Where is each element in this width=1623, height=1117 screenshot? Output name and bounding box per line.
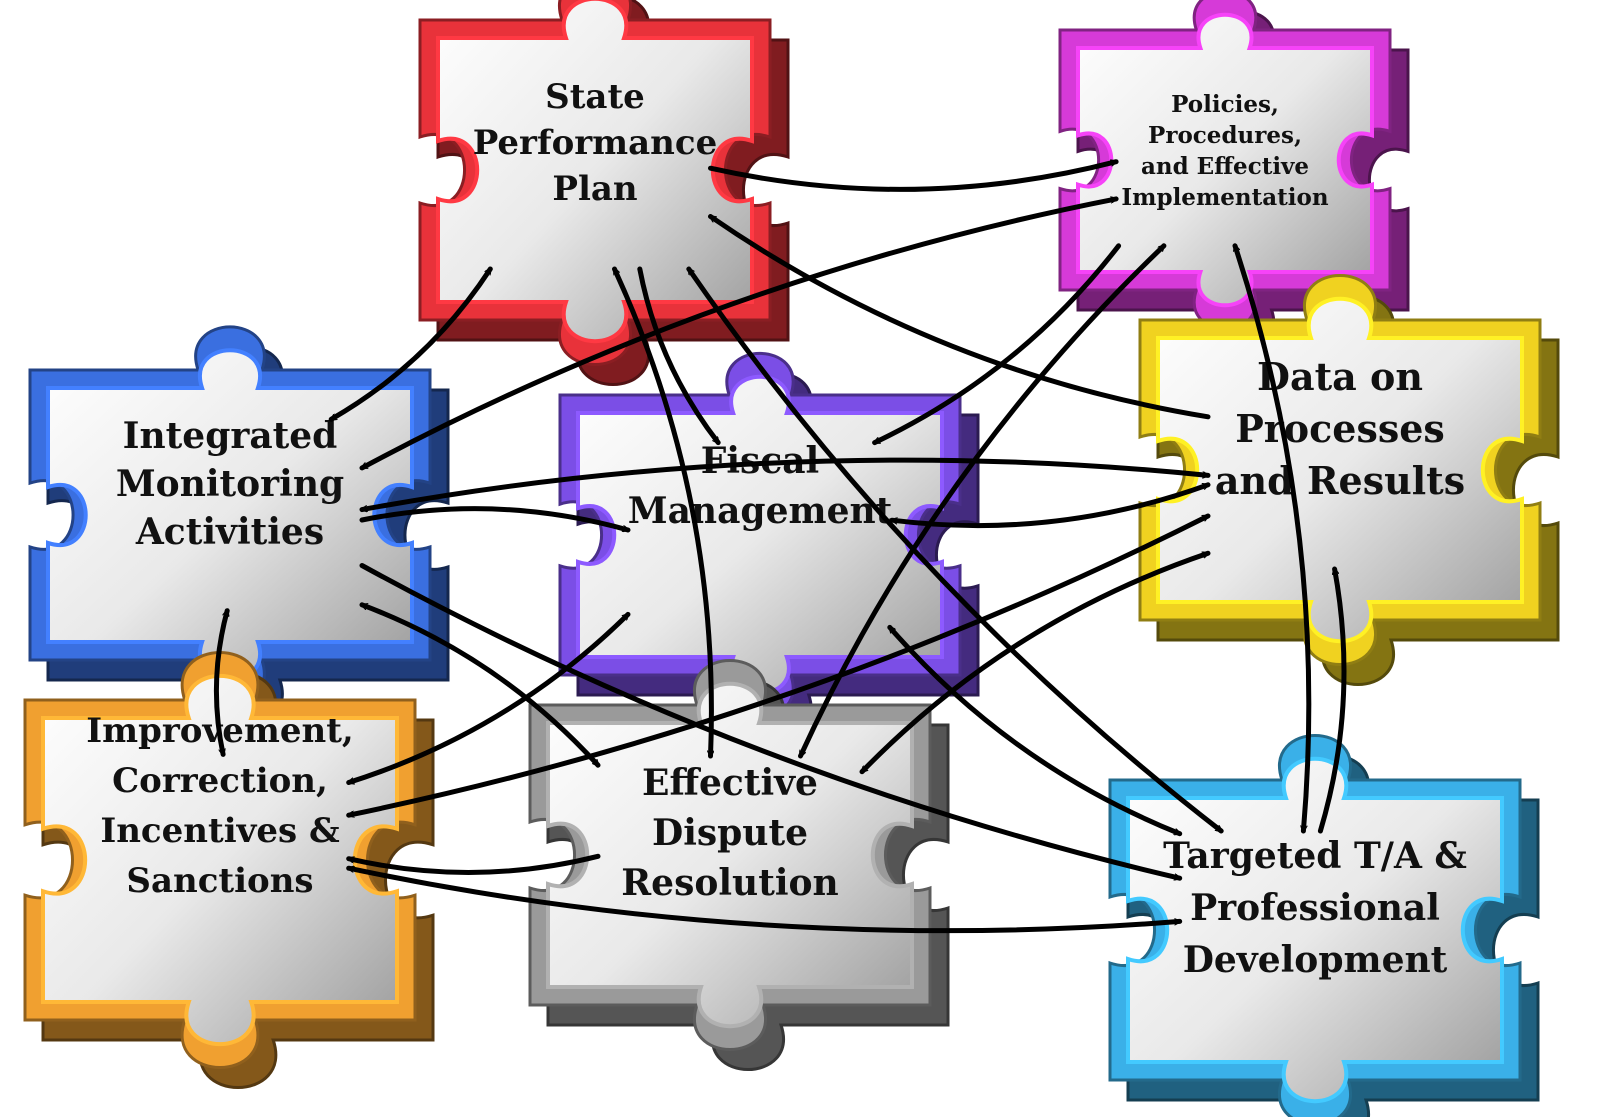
piece-label-line: Professional <box>1190 887 1440 929</box>
piece-label-line: Integrated <box>123 415 338 457</box>
piece-label-line: Correction, <box>112 761 328 801</box>
piece-label-line: and Results <box>1215 458 1465 503</box>
piece-label-line: Sanctions <box>126 861 313 901</box>
connector-data-processes-results-to-fiscal-management <box>889 482 1211 529</box>
connector-fiscal-management-to-improvement-correction <box>346 611 631 785</box>
piece-label-line: Development <box>1183 939 1448 981</box>
piece-label-line: Monitoring <box>116 463 344 505</box>
connector-targeted-ta-to-data-processes-results <box>1317 566 1347 834</box>
connectors <box>213 162 1347 934</box>
piece-face-policies-procedures <box>1076 12 1374 308</box>
piece-label-line: Incentives & <box>100 811 340 851</box>
puzzle-piece-data-processes-results: Data on Processes and Results <box>1138 273 1560 687</box>
connector-state-performance-plan-to-policies-procedures <box>708 162 1119 192</box>
piece-label-line: and Effective <box>1141 153 1309 180</box>
piece-label-line: Policies, <box>1171 91 1279 118</box>
connector-data-processes-results-to-integrated-monitoring <box>359 457 1211 510</box>
piece-label-line: Dispute <box>652 812 808 854</box>
connector-improvement-correction-to-targeted-ta <box>346 868 1183 934</box>
piece-label-line: Management <box>628 490 893 532</box>
piece-label-line: Targeted T/A & <box>1163 835 1467 877</box>
connector-integrated-monitoring-to-improvement-correction <box>213 608 230 757</box>
connector-policies-procedures-to-targeted-ta <box>1232 243 1312 834</box>
connector-policies-procedures-to-integrated-monitoring <box>359 199 1119 471</box>
piece-label-line: Effective <box>642 762 818 804</box>
piece-face-effective-dispute <box>546 681 914 1029</box>
piece-face-improvement-correction <box>41 674 399 1046</box>
connector-fiscal-management-to-targeted-ta <box>887 624 1183 837</box>
piece-label-line: Resolution <box>621 862 838 904</box>
piece-face-targeted-ta <box>1126 756 1504 1104</box>
piece-label-line: Plan <box>552 169 637 209</box>
piece-label-line: Activities <box>135 511 324 553</box>
piece-label-line: Procedures, <box>1148 122 1302 149</box>
connector-integrated-monitoring-to-fiscal-management <box>359 506 631 533</box>
piece-label-line: Implementation <box>1121 184 1328 211</box>
piece-label-line: State <box>545 77 645 117</box>
piece-label-line: Processes <box>1235 406 1445 451</box>
piece-label-line: Data on <box>1257 354 1423 399</box>
puzzle-piece-improvement-correction: Improvement,Correction,Incentives &Sanct… <box>23 650 435 1090</box>
piece-label-line: Performance <box>473 123 717 163</box>
piece-face-fiscal-management <box>576 374 944 696</box>
